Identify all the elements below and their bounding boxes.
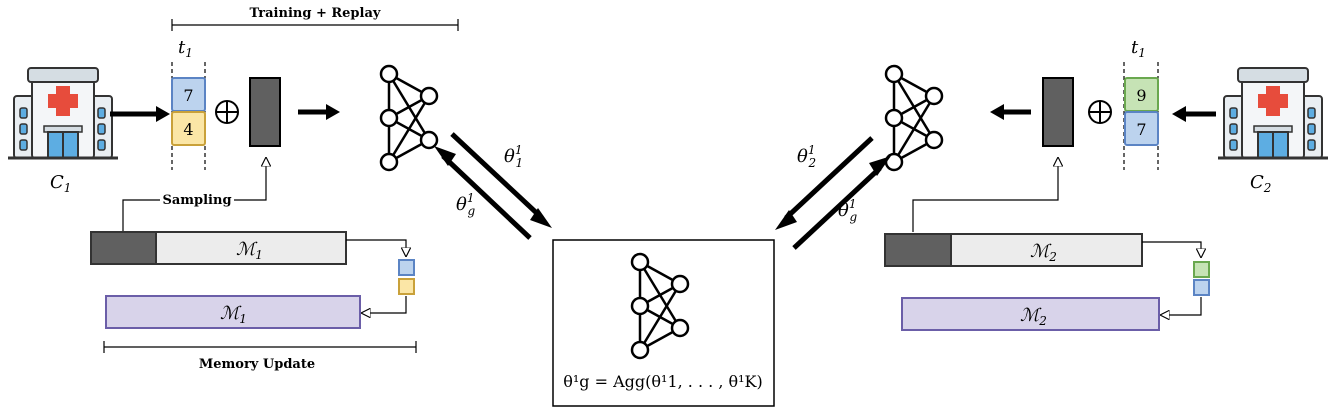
training-replay-label: Training + Replay [250,6,381,21]
task-value: 7 [183,86,193,105]
replay-sample-block [249,77,281,147]
memory-label: ℳ1 [220,303,247,326]
sampling-label: Sampling [162,193,231,208]
hospital-icon [1216,66,1329,160]
client-1: Training + Replay C1 t1 7 4 Sa [6,6,552,372]
training-replay-bracket: Training + Replay [171,6,459,31]
task-block [1124,111,1159,146]
client-1-name: C1 [50,172,71,195]
memory-label: ℳ2 [1030,241,1057,264]
task-value: 7 [1136,120,1146,139]
task-value: 4 [183,120,193,139]
memory-bar-updated [105,295,361,329]
client-2-name: C2 [1250,172,1271,195]
memory-bar [155,231,347,265]
memory-label: ℳ1 [236,239,263,262]
neural-net-icon [884,64,944,172]
memory-sampled-segment [884,233,952,267]
replay-sample-block [1042,77,1074,147]
task-value: 9 [1136,86,1146,105]
concat-icon [1088,100,1112,124]
memory-update-label: Memory Update [199,357,315,372]
aggregation-formula: θ¹g = Agg(θ¹1, . . . , θ¹K) [563,372,762,391]
task-block [171,111,206,146]
time-label: t1 [1131,37,1146,60]
server-box [552,239,775,407]
memory-bar [950,233,1143,267]
memory-bar-updated [901,297,1160,331]
concat-icon [215,100,239,124]
memory-update-bracket: Memory Update [103,341,417,372]
server: θ¹g = Agg(θ¹1, . . . , θ¹K) [552,239,775,407]
time-label: t1 [178,37,193,60]
memory-sampled-segment [90,231,157,265]
memory-label: ℳ2 [1020,305,1047,328]
neural-net-icon [379,64,439,172]
hospital-icon [6,66,120,160]
